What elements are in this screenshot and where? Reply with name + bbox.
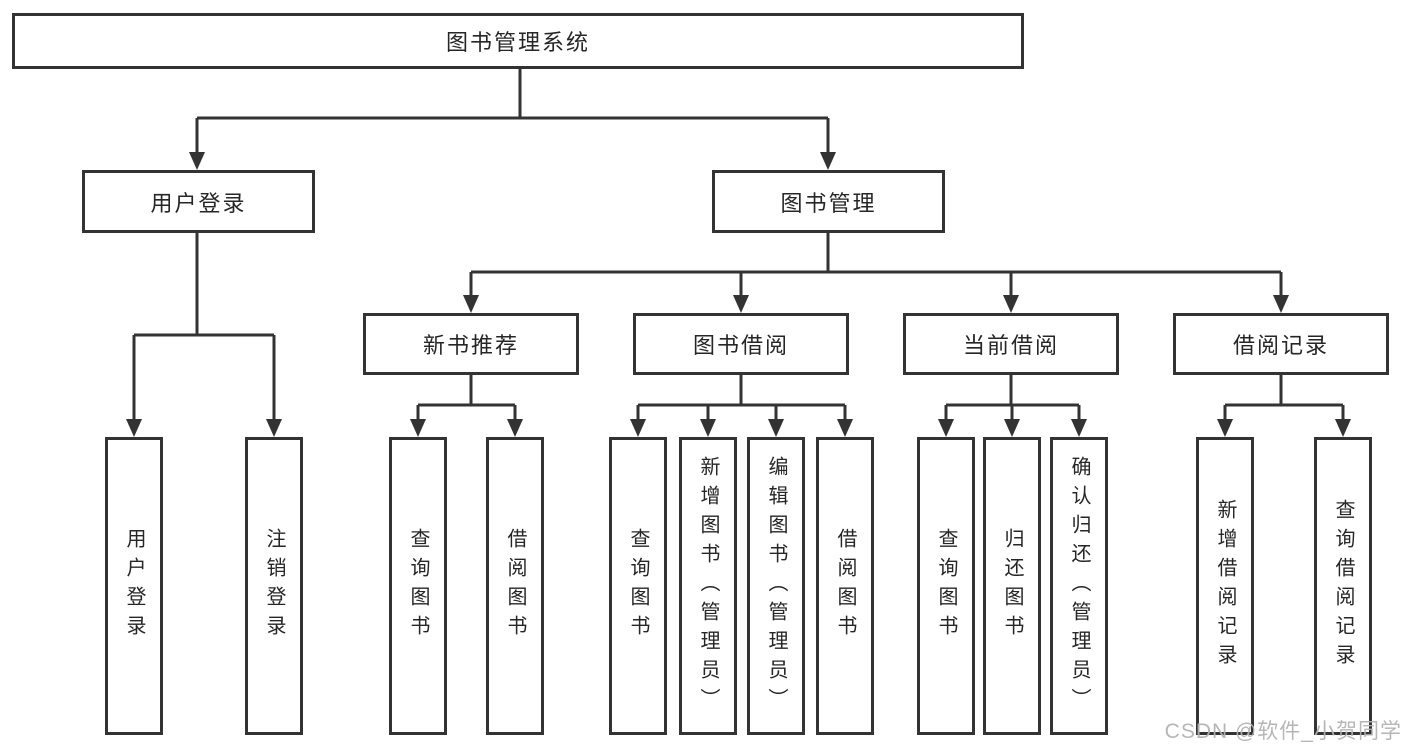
arrow-head bbox=[189, 152, 205, 170]
node-label: 借阅记录 bbox=[1232, 333, 1329, 358]
node-label: 新书推荐 bbox=[422, 333, 519, 358]
leaf-add-books-admin: 新增图书（管理员） bbox=[679, 437, 737, 735]
node-label: 查询图书 bbox=[935, 528, 957, 644]
node-label: 归还图书 bbox=[1001, 528, 1023, 644]
arrow-head bbox=[1071, 419, 1087, 437]
arrow-head bbox=[410, 419, 426, 437]
arrow-head bbox=[1217, 419, 1233, 437]
leaf-query-books-1: 查询图书 bbox=[389, 437, 447, 735]
leaf-logout: 注销登录 bbox=[245, 437, 303, 735]
node-label: 用户登录 bbox=[123, 528, 145, 644]
node-label: 借阅图书 bbox=[504, 528, 526, 644]
node-label: 图书管理系统 bbox=[445, 30, 590, 55]
node-borrowing-records: 借阅记录 bbox=[1173, 313, 1389, 375]
arrow-head bbox=[733, 295, 749, 313]
arrow-head bbox=[1003, 295, 1019, 313]
node-new-book-recommendation: 新书推荐 bbox=[363, 313, 579, 375]
arrow-head bbox=[938, 419, 954, 437]
node-label: 当前借阅 bbox=[962, 333, 1059, 358]
node-label: 注销登录 bbox=[263, 528, 285, 644]
node-label: 查询借阅记录 bbox=[1332, 499, 1354, 673]
leaf-edit-books-admin: 编辑图书（管理员） bbox=[747, 437, 805, 735]
arrow-head bbox=[507, 419, 523, 437]
node-book-management: 图书管理 bbox=[712, 170, 945, 233]
leaf-return-books: 归还图书 bbox=[983, 437, 1041, 735]
leaf-add-borrow-record: 新增借阅记录 bbox=[1196, 437, 1254, 735]
watermark: CSDN @软件_小贺同学 bbox=[1164, 720, 1402, 743]
node-label: 新增图书（管理员） bbox=[697, 455, 719, 717]
leaf-user-login: 用户登录 bbox=[105, 437, 163, 735]
leaf-borrow-books-1: 借阅图书 bbox=[486, 437, 544, 735]
node-label: 新增借阅记录 bbox=[1214, 499, 1236, 673]
arrow-head bbox=[820, 152, 836, 170]
arrow-head bbox=[1335, 419, 1351, 437]
arrow-head bbox=[768, 419, 784, 437]
node-label: 借阅图书 bbox=[834, 528, 856, 644]
node-book-borrowing: 图书借阅 bbox=[633, 313, 849, 375]
node-label: 确认归还（管理员） bbox=[1068, 455, 1090, 717]
node-label: 编辑图书（管理员） bbox=[765, 455, 787, 717]
leaf-query-borrow-record: 查询借阅记录 bbox=[1314, 437, 1372, 735]
arrow-head bbox=[1273, 295, 1289, 313]
leaf-query-books-2: 查询图书 bbox=[609, 437, 667, 735]
leaf-borrow-books-2: 借阅图书 bbox=[816, 437, 874, 735]
arrow-head bbox=[630, 419, 646, 437]
arrow-head bbox=[266, 419, 282, 437]
node-label: 查询图书 bbox=[407, 528, 429, 644]
node-root-library-system: 图书管理系统 bbox=[12, 13, 1024, 69]
arrow-head bbox=[463, 295, 479, 313]
node-user-login-branch: 用户登录 bbox=[82, 170, 315, 233]
leaf-query-books-3: 查询图书 bbox=[917, 437, 975, 735]
node-label: 用户登录 bbox=[150, 190, 247, 216]
node-label: 图书借阅 bbox=[692, 333, 789, 358]
arrow-head bbox=[126, 419, 142, 437]
node-label: 图书管理 bbox=[780, 190, 877, 216]
node-label: 查询图书 bbox=[627, 528, 649, 644]
arrow-head bbox=[837, 419, 853, 437]
arrow-head bbox=[700, 419, 716, 437]
leaf-confirm-return-admin: 确认归还（管理员） bbox=[1050, 437, 1108, 735]
arrow-head bbox=[1004, 419, 1020, 437]
node-current-borrowing: 当前借阅 bbox=[903, 313, 1119, 375]
